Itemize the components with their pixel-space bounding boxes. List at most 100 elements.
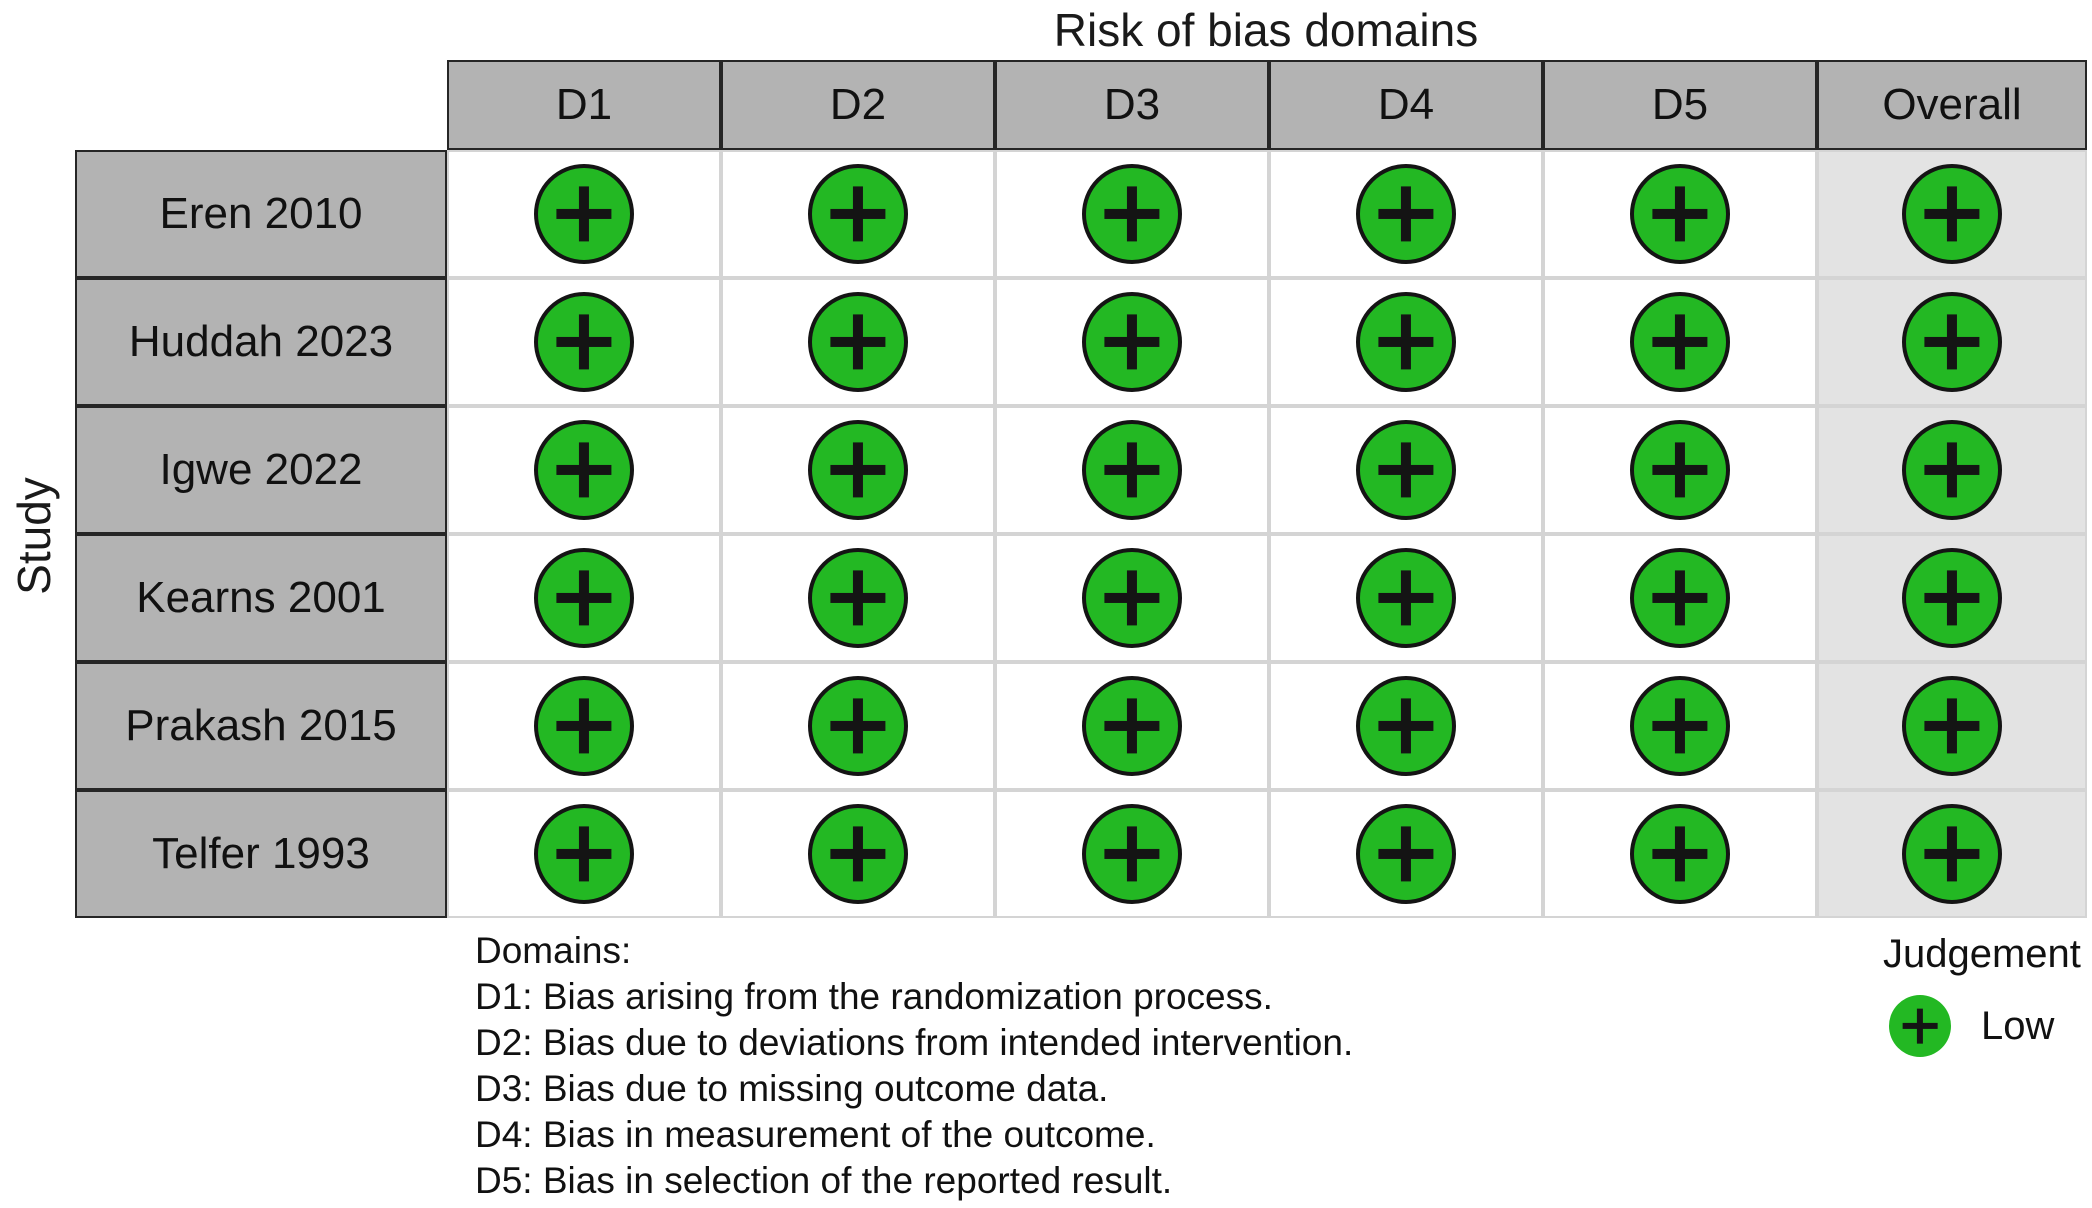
column-header-d4: D4	[1269, 60, 1543, 150]
judgement-cell	[447, 790, 721, 918]
footnote-d2: D2: Bias due to deviations from intended…	[475, 1022, 1354, 1063]
low-risk-plus-icon	[808, 164, 908, 264]
judgement-cell	[1543, 534, 1817, 662]
judgement-cell	[1817, 790, 2087, 918]
y-axis-label: Study	[8, 477, 60, 595]
low-risk-plus-icon	[808, 292, 908, 392]
judgement-cell	[1817, 278, 2087, 406]
judgement-cell	[1543, 278, 1817, 406]
low-risk-plus-icon	[808, 804, 908, 904]
low-risk-plus-icon	[1902, 420, 2002, 520]
column-header-d3: D3	[995, 60, 1269, 150]
column-header-overall: Overall	[1817, 60, 2087, 150]
judgement-cell	[1543, 150, 1817, 278]
low-risk-plus-icon	[1082, 804, 1182, 904]
judgement-cell	[721, 278, 995, 406]
judgement-cell	[995, 150, 1269, 278]
low-risk-plus-icon	[1630, 804, 1730, 904]
judgement-cell	[721, 406, 995, 534]
judgement-cell	[1543, 406, 1817, 534]
low-risk-plus-icon	[534, 292, 634, 392]
judgement-cell	[1817, 662, 2087, 790]
legend-title: Judgement	[1883, 932, 2081, 976]
judgement-cell	[447, 150, 721, 278]
legend-item-label: Low	[1981, 1003, 2055, 1048]
footnote-d1: D1: Bias arising from the randomization …	[475, 976, 1273, 1017]
judgement-cell	[721, 534, 995, 662]
judgement-cell	[447, 406, 721, 534]
column-header-d2: D2	[721, 60, 995, 150]
judgement-cell	[447, 662, 721, 790]
judgement-cell	[721, 150, 995, 278]
column-header-d1: D1	[447, 60, 721, 150]
judgement-cell	[1543, 662, 1817, 790]
low-risk-plus-icon	[1630, 548, 1730, 648]
judgement-cell	[1269, 662, 1543, 790]
footnote-d3: D3: Bias due to missing outcome data.	[475, 1068, 1109, 1109]
low-risk-plus-icon	[808, 676, 908, 776]
footnote-d4: D4: Bias in measurement of the outcome.	[475, 1114, 1156, 1155]
low-risk-plus-icon	[1356, 292, 1456, 392]
judgement-cell	[1269, 406, 1543, 534]
judgement-cell	[721, 662, 995, 790]
study-row-label: Prakash 2015	[75, 662, 447, 790]
judgement-cell	[1817, 150, 2087, 278]
low-risk-plus-icon	[1630, 292, 1730, 392]
low-risk-plus-icon	[1902, 548, 2002, 648]
low-risk-plus-icon	[808, 420, 908, 520]
low-risk-plus-icon	[1356, 164, 1456, 264]
judgement-cell	[1543, 790, 1817, 918]
judgement-cell	[995, 406, 1269, 534]
low-risk-plus-icon	[1356, 676, 1456, 776]
judgement-cell	[1269, 534, 1543, 662]
low-risk-plus-icon	[1356, 420, 1456, 520]
low-risk-plus-icon	[808, 548, 908, 648]
judgement-cell	[447, 278, 721, 406]
legend-item-low: Low	[1889, 995, 2081, 1057]
low-risk-plus-icon	[534, 420, 634, 520]
judgement-cell	[995, 278, 1269, 406]
low-risk-plus-icon	[1082, 420, 1182, 520]
judgement-cell	[1817, 406, 2087, 534]
low-risk-plus-icon	[1082, 548, 1182, 648]
column-header-d5: D5	[1543, 60, 1817, 150]
footnotes-heading: Domains:	[475, 930, 632, 971]
low-risk-plus-icon	[534, 548, 634, 648]
low-risk-plus-icon	[1902, 292, 2002, 392]
corner-spacer	[75, 60, 447, 150]
low-risk-plus-icon	[1630, 164, 1730, 264]
low-risk-plus-icon	[1082, 676, 1182, 776]
low-risk-plus-icon	[534, 676, 634, 776]
judgement-cell	[995, 534, 1269, 662]
low-risk-plus-icon	[1902, 804, 2002, 904]
low-risk-plus-icon	[1356, 548, 1456, 648]
judgement-cell	[995, 790, 1269, 918]
judgement-cell	[1269, 150, 1543, 278]
footnote-d5: D5: Bias in selection of the reported re…	[475, 1160, 1173, 1201]
low-risk-plus-icon	[1630, 676, 1730, 776]
low-risk-plus-icon	[1902, 164, 2002, 264]
study-row-label: Igwe 2022	[75, 406, 447, 534]
low-risk-plus-icon	[1082, 164, 1182, 264]
low-risk-plus-icon	[1356, 804, 1456, 904]
study-row-label: Telfer 1993	[75, 790, 447, 918]
judgement-cell	[1269, 278, 1543, 406]
low-risk-plus-icon	[534, 804, 634, 904]
low-risk-plus-icon	[534, 164, 634, 264]
judgement-cell	[1269, 790, 1543, 918]
judgement-cell	[1817, 534, 2087, 662]
study-row-label: Huddah 2023	[75, 278, 447, 406]
judgement-cell	[721, 790, 995, 918]
study-row-label: Kearns 2001	[75, 534, 447, 662]
low-risk-plus-icon	[1902, 676, 2002, 776]
figure-title: Risk of bias domains	[1053, 4, 1479, 56]
judgement-cell	[447, 534, 721, 662]
judgement-cell	[995, 662, 1269, 790]
low-risk-plus-icon	[1630, 420, 1730, 520]
domain-footnotes: Domains: D1: Bias arising from the rando…	[475, 928, 1353, 1204]
judgement-legend: Judgement Low	[1883, 932, 2081, 1057]
low-risk-plus-icon	[1082, 292, 1182, 392]
low-risk-plus-icon	[1889, 995, 1951, 1057]
